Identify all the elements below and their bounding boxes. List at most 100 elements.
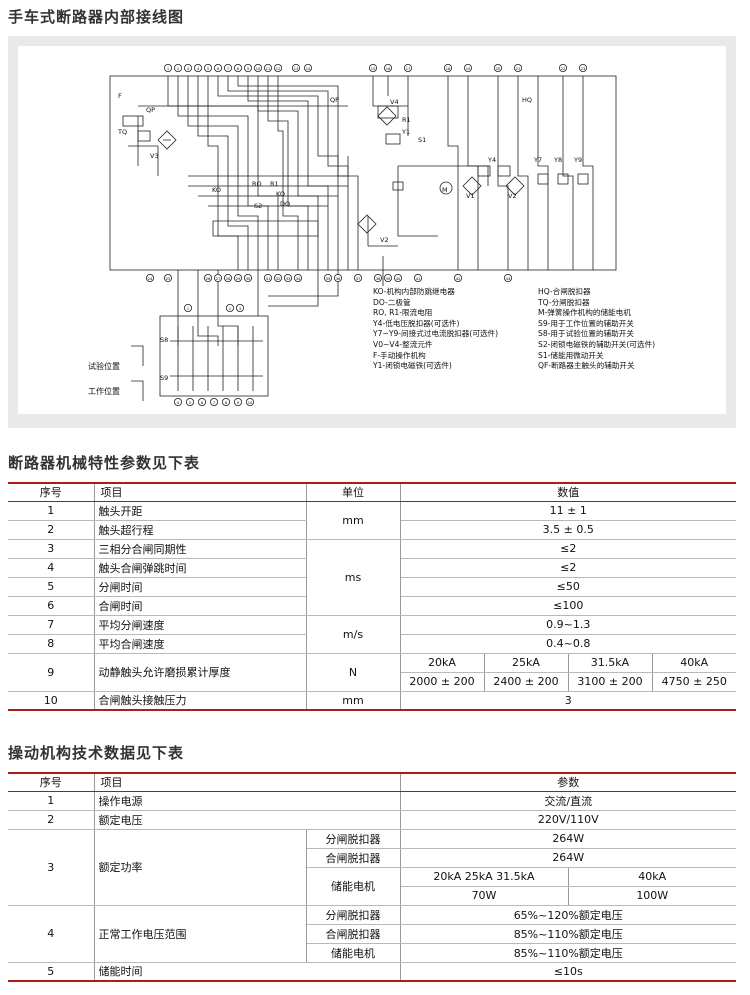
row-no: 6 bbox=[8, 596, 95, 616]
table-row: 3 三相分合闸同期性 ms ≤2 bbox=[8, 539, 736, 616]
row-item: 平均分闸速度 bbox=[93, 615, 307, 635]
svg-text:21: 21 bbox=[516, 67, 521, 71]
terminal: 21 bbox=[513, 63, 522, 72]
terminal: 5 bbox=[185, 397, 194, 406]
terminal: 3 bbox=[235, 303, 244, 312]
component-label: KO bbox=[212, 186, 221, 194]
terminal: 20 bbox=[493, 63, 502, 72]
row-no: 10 bbox=[8, 691, 95, 711]
terminal: 1 bbox=[183, 303, 192, 312]
sub-item-open-release: 分闸脱扣器 bbox=[305, 829, 401, 849]
wear-40ka: 4750 ± 250 bbox=[651, 672, 736, 692]
legend-right-item: S1-储能用微动开关 bbox=[538, 350, 604, 360]
row-value: ≤50 bbox=[399, 577, 736, 597]
terminal: 35 bbox=[323, 273, 332, 282]
row-value: 65%~120%额定电压 bbox=[399, 905, 736, 925]
row-item: 分闸时间 bbox=[93, 577, 307, 597]
terminal: 38 bbox=[373, 273, 382, 282]
component-label: V3 bbox=[150, 152, 159, 160]
table-header-row: 序号 项目 单位 数值 bbox=[8, 482, 736, 502]
svg-text:2: 2 bbox=[229, 307, 231, 311]
terminal: 26 bbox=[203, 273, 212, 282]
table-row: 70W 100W bbox=[8, 886, 736, 906]
table-row: 3 额定功率 分闸脱扣器 264W bbox=[8, 829, 736, 906]
row-no: 7 bbox=[8, 615, 95, 635]
svg-text:30: 30 bbox=[246, 277, 251, 281]
svg-text:2: 2 bbox=[177, 67, 179, 71]
terminal: 3 bbox=[183, 63, 192, 72]
svg-text:32: 32 bbox=[276, 277, 281, 281]
sub-item-motor: 储能电机 bbox=[306, 867, 401, 906]
row-item: 动静触头允许磨损累计厚度 bbox=[93, 653, 307, 692]
row-value: ≤100 bbox=[399, 596, 736, 616]
terminal: 9 bbox=[233, 397, 242, 406]
row-no: 5 bbox=[8, 962, 95, 982]
svg-text:6: 6 bbox=[217, 67, 220, 71]
legend-left-item: Y7~Y9-间接式过电流脱扣器(可选件) bbox=[373, 329, 499, 339]
svg-text:9: 9 bbox=[247, 67, 250, 71]
svg-text:1: 1 bbox=[187, 307, 189, 311]
sub-item-close-release: 合闸脱扣器 bbox=[306, 848, 401, 868]
table-header-row: 序号 项目 参数 bbox=[8, 772, 736, 792]
row-no: 2 bbox=[8, 810, 95, 830]
row-no: 9 bbox=[8, 653, 95, 692]
row-item: 合闸时间 bbox=[93, 596, 307, 616]
row-item: 储能时间 bbox=[93, 962, 401, 982]
component-label: KO bbox=[276, 190, 285, 198]
mech-table-title: 断路器机械特性参数见下表 bbox=[8, 454, 201, 472]
col-header-item: 项目 bbox=[93, 482, 307, 502]
motor-rating-group-2: 40kA bbox=[567, 867, 736, 887]
svg-text:39: 39 bbox=[386, 277, 391, 281]
svg-text:3: 3 bbox=[187, 67, 189, 71]
component-label: M bbox=[442, 186, 448, 194]
terminal: 39 bbox=[383, 273, 392, 282]
component-label: DO bbox=[280, 200, 290, 208]
svg-text:12: 12 bbox=[276, 67, 281, 71]
svg-text:25: 25 bbox=[166, 277, 171, 281]
terminal: 9 bbox=[243, 63, 252, 72]
terminal: 2 bbox=[173, 63, 182, 72]
terminal: 7 bbox=[223, 63, 232, 72]
svg-text:35: 35 bbox=[326, 277, 331, 281]
svg-text:10: 10 bbox=[248, 401, 253, 405]
legend-right-item: S2-闭锁电磁铁的辅助开关(可选件) bbox=[538, 339, 656, 349]
mech-characteristics-table: 序号 项目 单位 数值 1 触头开距 mm 11 ± 1 2 触头超行程 3.5… bbox=[8, 482, 736, 711]
svg-text:16: 16 bbox=[386, 67, 391, 71]
svg-text:36: 36 bbox=[336, 277, 341, 281]
svg-text:29: 29 bbox=[236, 277, 241, 281]
legend-right-item: TQ-分闸脱扣器 bbox=[538, 297, 590, 307]
component-label: V4 bbox=[390, 98, 399, 106]
row-item: 额定电压 bbox=[93, 810, 401, 830]
sub-item-open-release: 分闸脱扣器 bbox=[305, 905, 401, 925]
terminal: 11 bbox=[263, 63, 272, 72]
row-unit: mm bbox=[305, 691, 401, 711]
svg-text:37: 37 bbox=[356, 277, 361, 281]
table-row: 合闸脱扣器 264W bbox=[8, 848, 736, 868]
terminal: 18 bbox=[443, 63, 452, 72]
wear-25ka: 2400 ± 200 bbox=[483, 672, 569, 692]
terminal: 27 bbox=[213, 273, 222, 282]
row-item: 触头开距 bbox=[93, 501, 307, 521]
row-no: 5 bbox=[8, 577, 95, 597]
svg-text:8: 8 bbox=[225, 401, 228, 405]
svg-text:33: 33 bbox=[286, 277, 291, 281]
component-label: Y1 bbox=[401, 128, 410, 136]
svg-text:34: 34 bbox=[296, 277, 301, 281]
svg-text:23: 23 bbox=[581, 67, 586, 71]
row-no: 3 bbox=[8, 829, 95, 906]
terminal: 32 bbox=[273, 273, 282, 282]
svg-text:18: 18 bbox=[446, 67, 451, 71]
wear-20ka: 2000 ± 200 bbox=[400, 672, 485, 692]
component-label: Y9 bbox=[573, 156, 582, 164]
row-value: 85%~110%额定电压 bbox=[399, 943, 736, 963]
svg-text:27: 27 bbox=[216, 277, 221, 281]
table-row: 2 触头超行程 3.5 ± 0.5 bbox=[8, 520, 736, 540]
svg-text:6: 6 bbox=[201, 401, 204, 405]
work-position-label: 工作位置 bbox=[88, 387, 120, 396]
terminal: 15 bbox=[368, 63, 377, 72]
legend-right-item: S8-用于试验位置的辅助开关 bbox=[538, 329, 634, 339]
table-row: 2000 ± 200 2400 ± 200 3100 ± 200 4750 ± … bbox=[8, 672, 736, 692]
svg-text:42: 42 bbox=[456, 277, 461, 281]
